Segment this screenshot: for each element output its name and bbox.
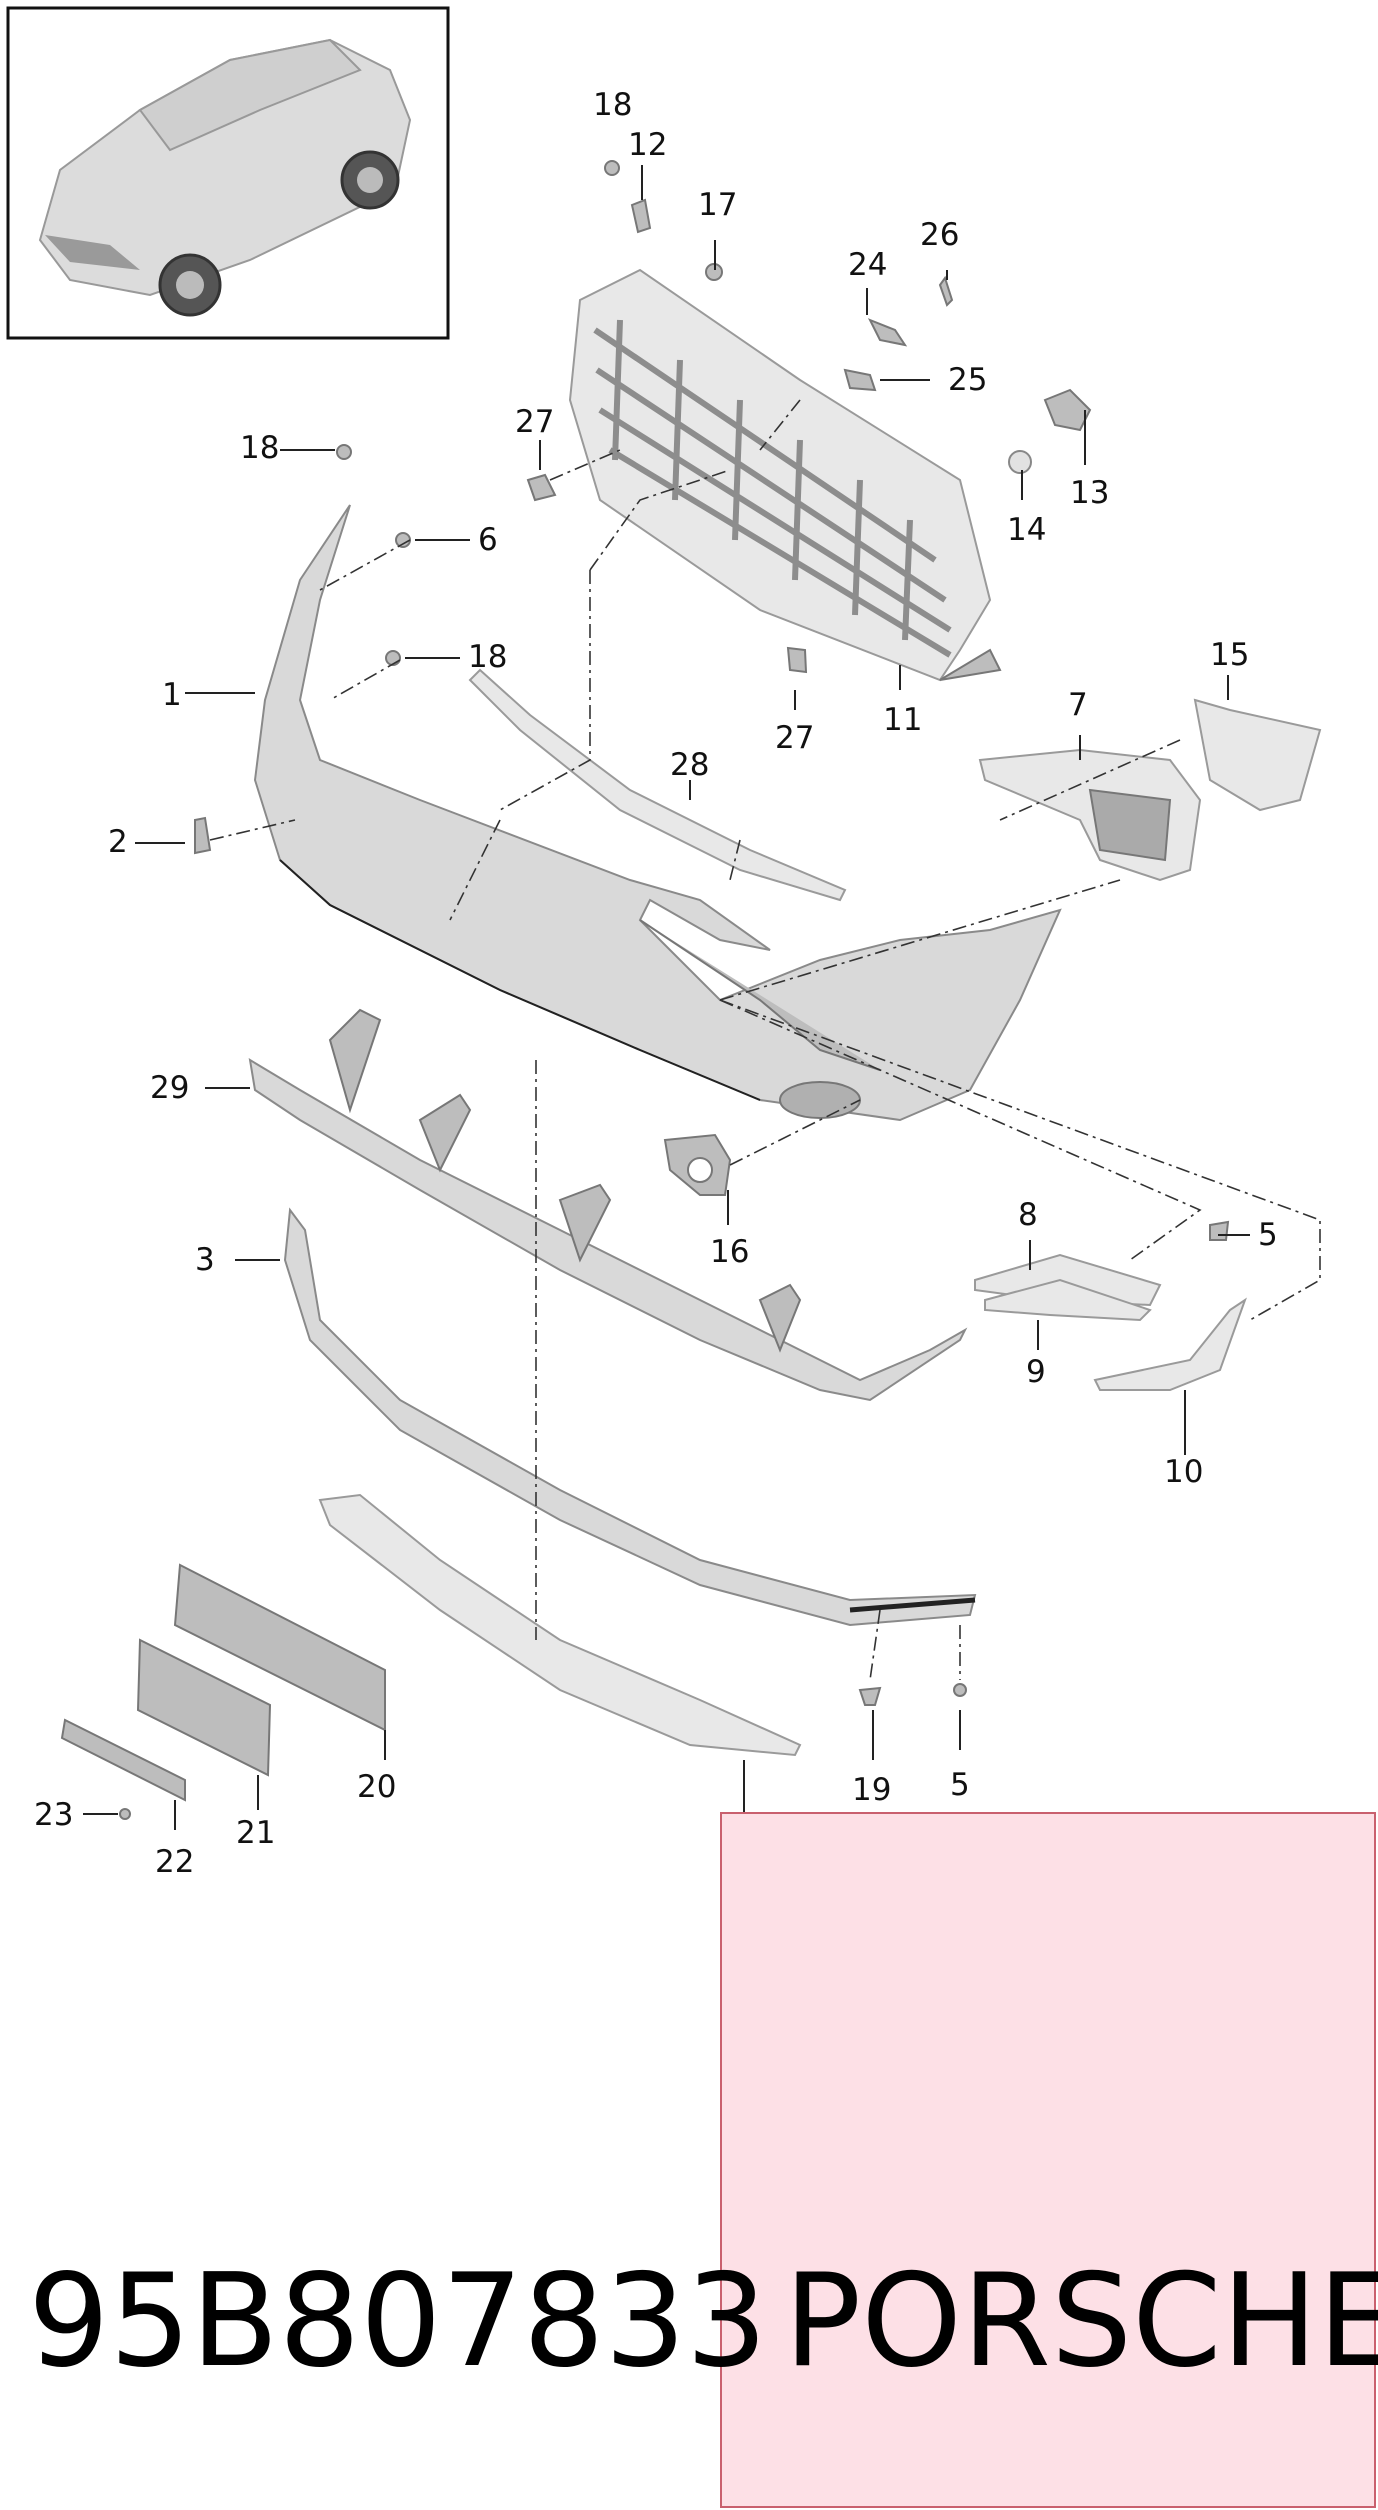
fog-lamp-surround [663,1133,732,1196]
callout-13: 13 [1070,475,1109,511]
assembly-lines [209,399,1321,1681]
side-grille-right [1193,698,1322,812]
callout-28: 28 [670,747,709,783]
callout-15: 15 [1210,637,1249,673]
callout-2: 2 [108,824,128,860]
callout-8: 8 [1018,1197,1038,1233]
callout-20: 20 [357,1769,396,1805]
lower-carrier [248,1008,968,1402]
callout-17: 17 [698,187,737,223]
vehicle-thumbnail [6,6,450,340]
callout-10: 10 [1164,1454,1203,1490]
callout-5a: 5 [1258,1217,1278,1253]
plate-trim-22 [60,1718,186,1802]
callout-16: 16 [710,1234,749,1270]
callout-22: 22 [155,1844,194,1880]
part-number: 95B807833 [28,2247,768,2396]
upper-grille [568,268,1002,682]
brand-name: PORSCHE [784,2247,1378,2396]
fasteners [119,160,1230,1820]
callout-27b: 27 [775,720,814,756]
callout-6: 6 [478,522,498,558]
spoiler-lip [283,1207,977,1627]
side-grille-left [978,748,1202,882]
callout-11: 11 [883,702,922,738]
cover-10 [1093,1297,1247,1391]
trim-strip [468,668,847,902]
callout-14: 14 [1007,512,1046,548]
callout-18c: 18 [468,639,507,675]
underbody-panel [318,1493,802,1757]
callout-3: 3 [195,1242,215,1278]
brand-panel [720,1812,1376,2508]
callout-26: 26 [920,217,959,253]
callout-labels: 1 2 3 4 5 5 6 7 8 9 10 11 12 13 14 15 16… [34,87,1278,1880]
callout-18a: 18 [593,87,632,123]
callout-27a: 27 [515,404,554,440]
callout-7: 7 [1068,687,1088,723]
callout-21: 21 [236,1815,275,1851]
cover-9 [984,1278,1152,1322]
license-plate-bracket-21 [136,1638,272,1777]
leader-lines [83,165,1250,1830]
callout-1: 1 [162,677,182,713]
callout-5b: 5 [950,1767,970,1803]
callout-12: 12 [628,127,667,163]
callout-24: 24 [848,247,887,283]
callout-18b: 18 [240,430,279,466]
callout-19: 19 [852,1772,891,1808]
callout-29: 29 [150,1070,189,1106]
bumper-cover [253,504,1062,1122]
callout-25: 25 [948,362,987,398]
callout-9: 9 [1026,1354,1046,1390]
callout-23: 23 [34,1797,73,1833]
